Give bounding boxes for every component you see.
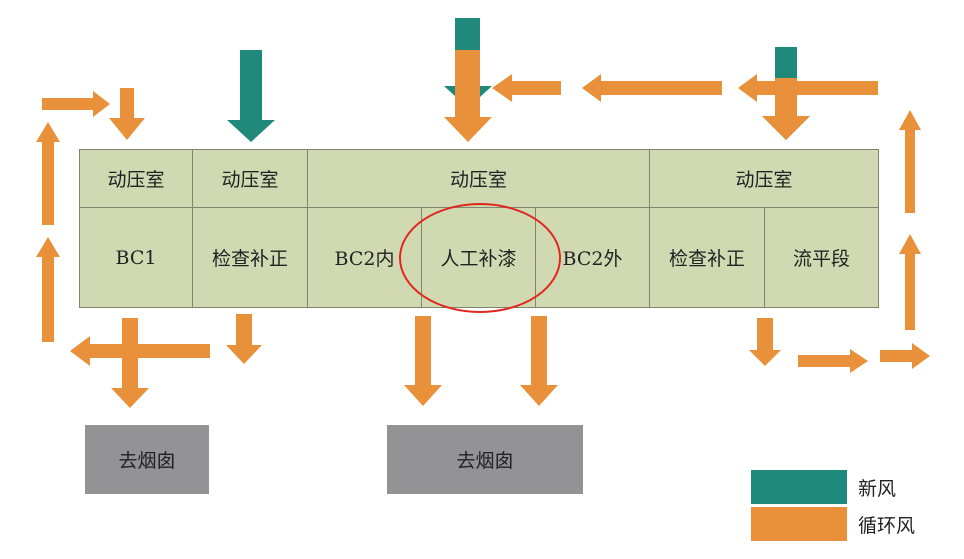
exhaust-to-chimney-1: 去烟囱 [85,425,209,494]
section-bc1: BC1 [79,207,193,308]
exhaust-arrow-2 [404,316,442,406]
legend-swatch-fresh-air [751,470,847,504]
plenum-chamber-3: 动压室 [307,149,650,208]
legend-label-fresh-air: 新风 [858,478,897,500]
recirc-arrow-top-left-2 [582,74,722,102]
section-bc2-interior: BC2内 [307,207,422,308]
legend-label-recirculated-air: 循环风 [858,515,916,537]
legend-swatch-recirculated-air [751,507,847,541]
recirc-arrow-top-left-1 [738,74,878,102]
recirc-arrow-right-up-2 [899,234,921,330]
recirc-arrow-top-down-4 [762,78,810,140]
recirc-arrow-right-up-1 [899,110,921,213]
plenum-chamber-2: 动压室 [192,149,308,208]
exhaust-arrow-3 [520,316,558,406]
section-inspect-repair-2: 检查补正 [649,207,765,308]
fresh-air-arrow-2 [227,50,275,142]
recirc-arrow-bottom-down-5 [749,318,781,366]
recirc-arrow-top-left-in [42,91,110,117]
section-bc2-exterior: BC2外 [535,207,650,308]
exhaust-arrow-1 [111,318,149,408]
plenum-chamber-1: 动压室 [79,149,193,208]
plenum-chamber-4: 动压室 [649,149,879,208]
recirc-arrow-bottom-right-2 [880,343,930,369]
recirc-arrow-top-down-3 [444,50,492,142]
recirc-arrow-left-up-2 [36,237,60,342]
section-manual-touchup: 人工补漆 [421,207,536,308]
exhaust-to-chimney-2: 去烟囱 [387,425,583,494]
recirc-arrow-top-down-1 [109,88,145,140]
section-flash-off: 流平段 [764,207,879,308]
recirc-arrow-bottom-right-1 [798,349,868,373]
recirc-arrow-bottom-down-2 [226,314,262,364]
section-inspect-repair-1: 检查补正 [192,207,308,308]
recirc-arrow-top-left-3 [492,74,561,102]
recirc-arrow-bottom-left [70,336,210,366]
recirc-arrow-left-up-1 [36,122,60,225]
